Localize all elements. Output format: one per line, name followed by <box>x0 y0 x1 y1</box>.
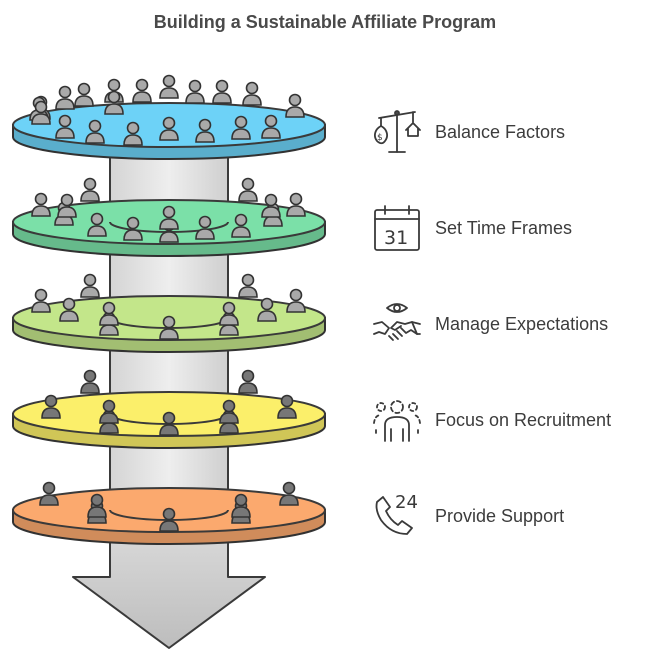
person-icon <box>195 118 215 143</box>
person-icon <box>238 273 258 298</box>
person-icon <box>31 192 51 217</box>
person-icon <box>87 493 107 518</box>
person-icon <box>261 114 281 139</box>
person-icon <box>104 90 124 115</box>
person-icon <box>159 116 179 141</box>
person-icon <box>195 215 215 240</box>
person-icon <box>59 297 79 322</box>
person-icon <box>80 369 100 394</box>
step-label-set-time-frames: Set Time Frames <box>435 218 573 238</box>
step-label-manage-expectations: Manage Expectations <box>435 314 609 334</box>
person-icon <box>261 193 281 218</box>
person-icon <box>231 493 251 518</box>
person-icon <box>99 399 119 424</box>
person-icon <box>159 74 179 99</box>
person-icon <box>257 297 277 322</box>
person-icon <box>238 177 258 202</box>
person-icon <box>231 213 251 238</box>
step-label-focus-on-recruitment: Focus on Recruitment <box>435 410 612 430</box>
person-icon <box>159 411 179 436</box>
person-icon <box>74 82 94 107</box>
disc-level-3 <box>12 273 326 353</box>
person-icon <box>185 79 205 104</box>
person-icon <box>238 369 258 394</box>
person-icon <box>80 177 100 202</box>
person-icon <box>212 79 232 104</box>
person-icon <box>85 119 105 144</box>
person-icon <box>31 288 51 313</box>
calendar-icon: 31 <box>371 204 423 256</box>
person-icon <box>55 85 75 110</box>
person-icon <box>286 288 306 313</box>
person-icon <box>39 481 59 506</box>
people-recruit-icon <box>371 393 423 445</box>
person-icon <box>41 394 61 419</box>
calendar-day-number: 31 <box>384 227 408 249</box>
person-icon <box>242 81 262 106</box>
person-icon <box>277 394 297 419</box>
person-icon <box>159 315 179 340</box>
handshake-eye-icon <box>371 298 423 350</box>
person-icon <box>279 481 299 506</box>
phone-24-icon: 24 <box>371 490 423 542</box>
step-label-balance-factors: Balance Factors <box>435 122 566 142</box>
person-icon <box>99 301 119 326</box>
person-icon <box>31 100 51 125</box>
disc-level-5 <box>12 481 326 545</box>
person-icon <box>219 399 239 424</box>
person-icon <box>285 93 305 118</box>
person-icon <box>132 78 152 103</box>
support-hours-number: 24 <box>395 492 418 513</box>
person-icon <box>87 212 107 237</box>
person-icon <box>159 507 179 532</box>
person-icon <box>123 216 143 241</box>
step-label-provide-support: Provide Support <box>435 506 565 526</box>
person-icon <box>159 205 179 230</box>
person-icon <box>231 115 251 140</box>
person-icon <box>55 114 75 139</box>
diagram-title: Building a Sustainable Affiliate Program <box>153 12 497 32</box>
disc-level-2 <box>12 177 326 257</box>
disc-level-4 <box>12 369 326 449</box>
balance-scale-icon: $ <box>371 106 423 158</box>
disc-level-1 <box>12 74 326 160</box>
svg-text:$: $ <box>377 133 383 143</box>
person-icon <box>80 273 100 298</box>
person-icon <box>219 301 239 326</box>
person-icon <box>123 121 143 146</box>
down-arrow <box>72 529 266 649</box>
person-icon <box>57 193 77 218</box>
person-icon <box>286 192 306 217</box>
